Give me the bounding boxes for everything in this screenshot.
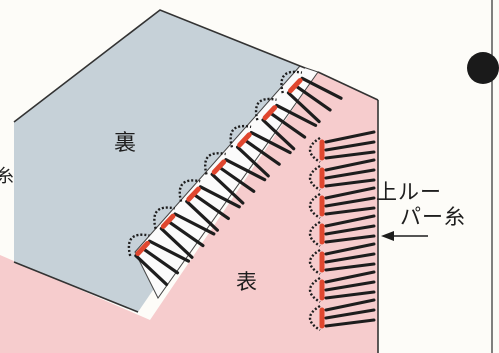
thread-wrap bbox=[173, 212, 216, 236]
scallop-loop bbox=[254, 97, 277, 121]
thread-wrap bbox=[185, 199, 219, 232]
thread-wrap bbox=[324, 206, 376, 216]
thread-wrap bbox=[261, 118, 296, 151]
scallop-loop bbox=[308, 248, 321, 276]
needle-stitch bbox=[186, 186, 201, 202]
thread-wrap bbox=[324, 298, 376, 312]
thread-wrap bbox=[235, 145, 270, 178]
thread-wrap bbox=[242, 138, 281, 166]
back-fabric bbox=[14, 10, 305, 312]
thread-wrap bbox=[324, 308, 376, 320]
arrow-left-icon bbox=[381, 231, 428, 241]
scallop-loop bbox=[229, 124, 252, 148]
filled-circle-icon bbox=[467, 52, 499, 84]
thread-wrap bbox=[324, 168, 376, 180]
scallop-loop bbox=[308, 304, 321, 332]
back-side-label: 裏 bbox=[114, 131, 137, 156]
thread-wrap bbox=[324, 130, 376, 144]
front-fabric bbox=[0, 72, 378, 353]
scallop-loop bbox=[204, 152, 226, 175]
thread-wrap bbox=[141, 246, 180, 275]
thread-wrap bbox=[293, 83, 332, 112]
scallop-loop bbox=[308, 276, 321, 304]
thread-wrap bbox=[224, 158, 267, 182]
thread-wrap bbox=[324, 242, 376, 256]
thread-wrap bbox=[166, 219, 205, 248]
thread-wrap bbox=[324, 196, 376, 208]
thread-wrap bbox=[191, 192, 230, 221]
thread-wrap bbox=[198, 185, 241, 209]
thread-wrap bbox=[268, 111, 307, 139]
thread-wrap bbox=[324, 318, 376, 328]
thread-wrap bbox=[324, 224, 376, 236]
scallop-loop bbox=[308, 136, 321, 164]
thread-wrap bbox=[324, 150, 376, 160]
front-side-label: 表 bbox=[236, 270, 257, 294]
thread-wrap bbox=[324, 234, 376, 244]
needle-stitch bbox=[237, 132, 252, 148]
diagonal-looper-loops bbox=[127, 70, 343, 287]
vertical-looper-loops bbox=[308, 130, 376, 332]
thread-wrap bbox=[249, 130, 292, 155]
scallop-loop bbox=[127, 233, 150, 257]
thread-wrap bbox=[324, 214, 376, 228]
fabric-outlines bbox=[13, 9, 379, 353]
thread-wrap bbox=[324, 178, 376, 188]
thread-wrap bbox=[286, 91, 321, 124]
scallop-loop bbox=[153, 206, 176, 230]
thread-wrap bbox=[324, 262, 376, 272]
cropped-edge-text: 糸 bbox=[0, 166, 14, 187]
upper-looper-thread-label-line1: 上ルー bbox=[376, 180, 442, 204]
needle-stitch bbox=[135, 240, 151, 257]
thread-wrap bbox=[275, 103, 318, 127]
diagonal-needle-stitches bbox=[135, 77, 303, 257]
thread-wrap bbox=[324, 270, 376, 284]
thread-wrap bbox=[324, 140, 376, 152]
scallop-loop bbox=[308, 164, 321, 192]
thread-wrap bbox=[300, 76, 343, 100]
thread-wrap bbox=[147, 239, 191, 263]
thread-wrap bbox=[324, 290, 376, 300]
needle-stitch bbox=[262, 105, 278, 121]
scallop-loop bbox=[308, 192, 321, 220]
scallop-loop bbox=[280, 70, 303, 94]
thread-wrap bbox=[134, 254, 169, 287]
thread-wrap bbox=[210, 172, 245, 205]
needle-stitch bbox=[211, 159, 227, 175]
needle-stitch bbox=[160, 213, 176, 229]
thread-wrap bbox=[159, 226, 194, 259]
needle-stitch bbox=[287, 77, 303, 94]
thread-wrap bbox=[324, 186, 376, 200]
scallop-loop bbox=[308, 220, 321, 248]
scallop-loop bbox=[178, 179, 201, 202]
thread-wrap bbox=[217, 165, 256, 193]
upper-looper-thread-label-line2: パー糸 bbox=[400, 205, 466, 229]
thread-wrap bbox=[324, 252, 376, 264]
thread-wrap bbox=[324, 280, 376, 292]
thread-wrap bbox=[324, 158, 376, 172]
